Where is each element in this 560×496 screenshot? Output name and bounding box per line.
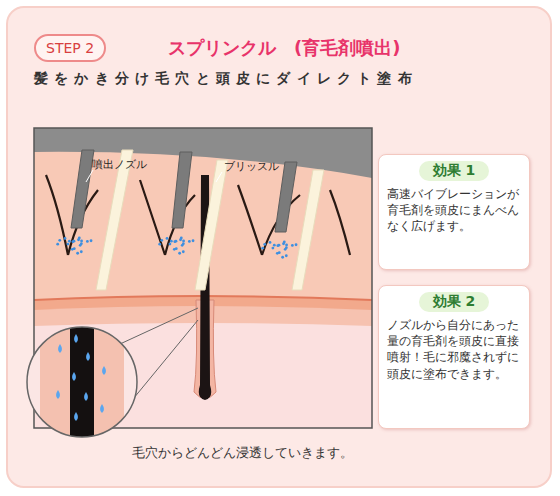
spray-dot: [175, 247, 178, 250]
spray-dot: [188, 240, 191, 243]
spray-dot: [261, 247, 264, 250]
spray-dot: [263, 243, 266, 246]
spray-dot: [68, 240, 71, 243]
caption: 毛穴からどんどん浸透していきます。: [132, 444, 353, 462]
spray-dot: [276, 244, 279, 247]
spray-dot: [278, 251, 281, 254]
spray-dot: [182, 250, 185, 253]
effect-text: 高速バイブレーションが育毛剤を頭皮にまんべんなく広げます。: [387, 186, 521, 235]
spray-dot: [291, 244, 294, 247]
spray-dot: [170, 240, 173, 243]
effect-heading: 効果 2: [419, 292, 489, 312]
spray-dot: [192, 239, 195, 242]
part-label: ブリッスル: [224, 159, 279, 174]
drop: [74, 334, 78, 343]
spray-dot: [182, 240, 185, 243]
spray-dot: [80, 250, 83, 253]
drop: [102, 366, 106, 375]
spray-dot: [86, 240, 89, 243]
spray-dot: [79, 244, 82, 247]
spray-dot: [158, 243, 161, 246]
spray-dot: [160, 239, 163, 242]
spray-dot: [90, 239, 93, 242]
spray-dot: [64, 237, 67, 240]
step-pill: STEP 2: [34, 34, 106, 62]
drop: [58, 344, 62, 353]
spray-dot: [271, 247, 274, 250]
spray-dot: [76, 252, 79, 255]
spray-dot: [178, 252, 181, 255]
spray-dot: [80, 240, 83, 243]
spray-dot: [295, 243, 298, 246]
spray-dot: [77, 238, 80, 241]
part-label: 噴出ノズル: [92, 157, 147, 172]
effect-heading: 効果 1: [419, 161, 489, 181]
spray-dot: [285, 254, 288, 257]
drop: [74, 412, 78, 421]
spray-dot: [282, 242, 285, 245]
spray-dot: [269, 241, 272, 244]
step-label: STEP 2: [46, 40, 94, 56]
drop: [72, 372, 76, 381]
spray-dot: [168, 243, 171, 246]
spray-dot: [179, 238, 182, 241]
effect-box: 効果 2 ノズルから自分にあった量の育毛剤を頭皮に直接噴射！毛に邪魔されずに頭皮に…: [378, 285, 530, 429]
title: スプリンクル (育毛剤噴出): [168, 36, 400, 60]
drop: [86, 352, 90, 361]
spray-dot: [166, 237, 169, 240]
spray-dot: [284, 248, 287, 251]
spray-dot: [285, 244, 288, 247]
subtitle: 髪をかき分け毛穴と頭皮にダイレクト塗布: [34, 70, 418, 88]
spray-dot: [181, 244, 184, 247]
spray-dot: [273, 244, 276, 247]
spray-dot: [73, 247, 76, 250]
spray-dot: [58, 239, 61, 242]
spray-dot: [173, 240, 176, 243]
drop: [84, 392, 88, 401]
spray-dot: [66, 243, 69, 246]
effect-box: 効果 1 高速バイブレーションが育毛剤を頭皮にまんべんなく広げます。: [378, 154, 530, 270]
drop: [100, 404, 104, 413]
spray-dot: [56, 243, 59, 246]
effect-text: ノズルから自分にあった量の育毛剤を頭皮に直接噴射！毛に邪魔されずに頭皮に塗布でき…: [387, 317, 521, 382]
drop: [56, 390, 60, 399]
spray-dot: [71, 240, 74, 243]
spray-dot: [281, 256, 284, 259]
